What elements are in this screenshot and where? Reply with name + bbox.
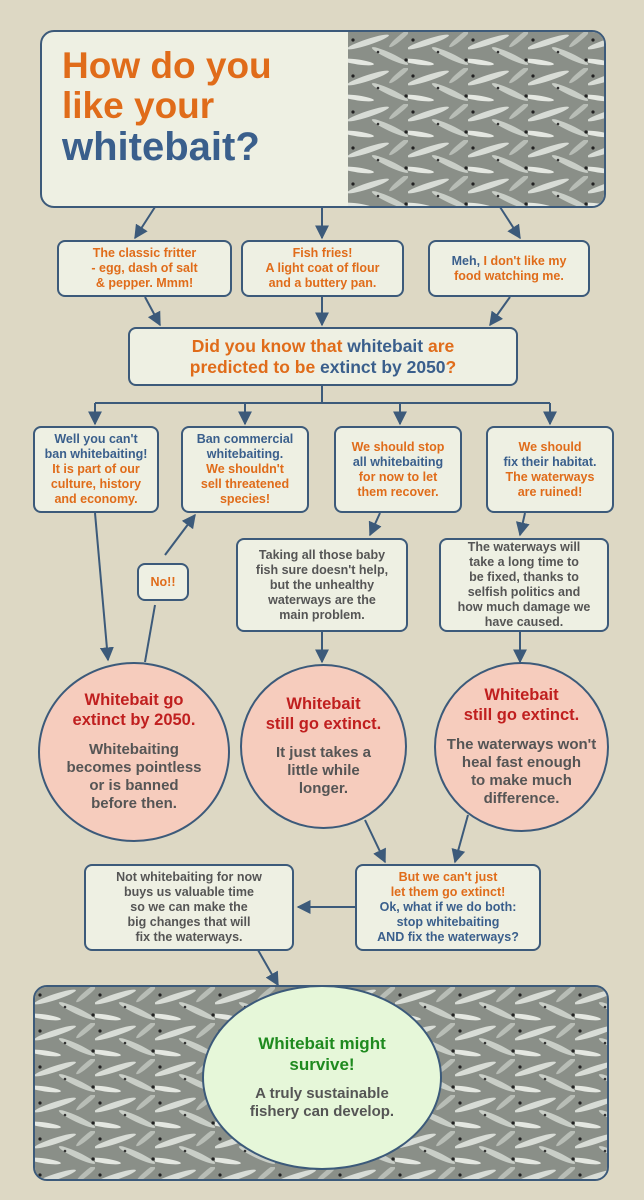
response-stop-all: We should stop all whitebaiting for now … (334, 426, 462, 513)
whitebait-photo-top (348, 32, 604, 206)
option-fish-fries: Fish fries! A light coat of flour and a … (241, 240, 404, 297)
valuable-time-box: Not whitebaiting for now buys us valuabl… (84, 864, 294, 951)
response-ban-commercial: Ban commercial whitebaiting. We shouldn'… (181, 426, 309, 513)
response-cant-ban: Well you can't ban whitebaiting! It is p… (33, 426, 159, 513)
title-line-3: whitebait? (62, 124, 260, 169)
long-time-box: The waterways will take a long time to b… (439, 538, 609, 632)
option-fritter: The classic fritter - egg, dash of salt … (57, 240, 232, 297)
do-both-box: But we can't just let them go extinct! O… (355, 864, 541, 951)
title-card: How do you like your whitebait? (40, 30, 606, 208)
baby-fish-box: Taking all those baby fish sure doesn't … (236, 538, 408, 632)
response-fix-habitat: We should fix their habitat. The waterwa… (486, 426, 614, 513)
no-box: No!! (137, 563, 189, 601)
title-line-1: How do you (62, 45, 272, 86)
option-meh: Meh, I don't like my food watching me. (428, 240, 590, 297)
title-line-2: like your (62, 84, 215, 126)
page-title: How do you like your whitebait? (62, 46, 272, 169)
question-box: Did you know that whitebait are predicte… (128, 327, 518, 386)
